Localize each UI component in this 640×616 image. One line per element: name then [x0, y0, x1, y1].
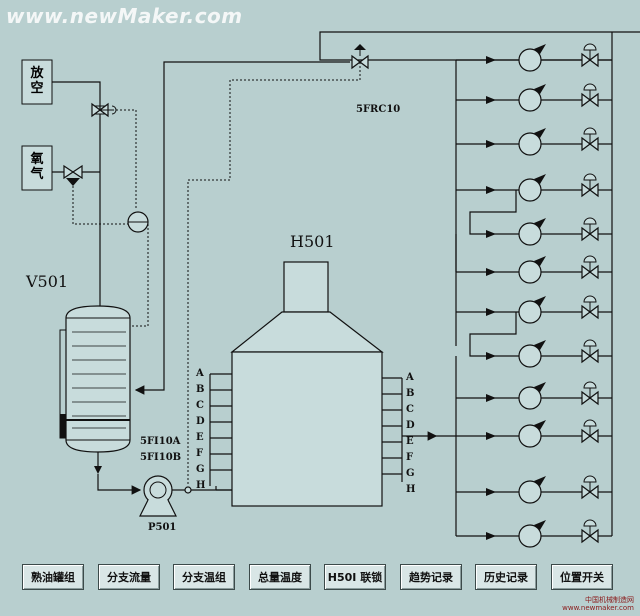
frc-label: 5FRC10	[356, 104, 401, 115]
branch-7	[486, 295, 599, 324]
right-port-h: H	[406, 484, 416, 495]
branch-instruments	[486, 43, 599, 548]
frc-valve-icon	[351, 44, 369, 70]
flow-arrow-icon	[486, 186, 496, 194]
vent-box	[21, 59, 53, 105]
branch-10	[486, 419, 599, 448]
history-record-button[interactable]: 历史记录	[475, 564, 537, 590]
flow-arrow-icon	[486, 308, 496, 316]
right-port-b: B	[406, 388, 415, 399]
flow-meter-icon	[518, 480, 542, 504]
flow-meter-icon	[518, 132, 542, 156]
right-port-c: C	[406, 404, 414, 415]
flow-arrow-icon	[486, 96, 496, 104]
branch-6	[486, 255, 599, 284]
h501-furnace	[216, 261, 384, 507]
flow-arrow-icon	[486, 432, 496, 440]
left-port-d: D	[196, 416, 205, 427]
branch-3	[486, 127, 599, 156]
flow-arrow-icon	[486, 488, 496, 496]
flow-meter-icon	[518, 386, 542, 410]
flow-arrow-icon	[486, 56, 496, 64]
flow-meter-icon	[518, 88, 542, 112]
branch-12	[486, 519, 599, 548]
flow-meter-icon	[518, 178, 542, 202]
left-port-h: H	[196, 480, 206, 491]
branch-11	[486, 475, 599, 504]
right-port-a: A	[406, 372, 414, 383]
oxygen-valve-icon	[63, 164, 83, 186]
flow-arrow-icon	[486, 532, 496, 540]
flow-b-label: 5FI10B	[140, 452, 182, 463]
furnace-right-ports	[382, 377, 403, 482]
p501-label: P501	[148, 522, 177, 533]
button-bar: 熟油罐组分支流量分支温组总量温度 H50I 联锁趋势记录历史记录位置开关	[22, 564, 622, 592]
outlet-arrow-icon	[94, 466, 102, 474]
branch-9	[486, 381, 599, 410]
left-port-g: G	[196, 464, 205, 475]
branch-flow-button[interactable]: 分支流量	[98, 564, 160, 590]
right-port-g: G	[406, 468, 415, 479]
flow-arrow-icon	[486, 268, 496, 276]
branch-manifold	[455, 32, 613, 536]
corner-logo: 中国机械制造网 www.newmaker.com	[562, 596, 634, 612]
branch-1	[486, 43, 599, 72]
right-port-f: F	[406, 452, 414, 463]
flow-meter-icon	[518, 424, 542, 448]
total-temp-button[interactable]: 总量温度	[249, 564, 311, 590]
left-port-b: B	[196, 384, 205, 395]
p501-pump-icon	[139, 475, 188, 517]
right-port-d: D	[406, 420, 415, 431]
flow-a-label: 5FI10A	[140, 436, 181, 447]
flow-meter-icon	[518, 48, 542, 72]
branch-2	[486, 83, 599, 112]
vent-valve-icon	[91, 102, 117, 118]
control-signal-lines	[72, 62, 361, 486]
oxygen-label: 氧气	[30, 152, 44, 182]
left-port-a: A	[196, 368, 204, 379]
position-switch-button[interactable]: 位置开关	[551, 564, 613, 590]
flow-meter-icon	[518, 524, 542, 548]
h501-interlock-button[interactable]: H50I 联锁	[324, 564, 386, 590]
right-port-e: E	[406, 436, 414, 447]
v501-vessel	[59, 305, 131, 453]
level-controller-icon	[127, 211, 149, 233]
watermark: www.newMaker.com	[6, 4, 243, 28]
furnace-left-ports	[209, 373, 232, 490]
heating-oil-tank-button[interactable]: 熟油罐组	[22, 564, 84, 590]
flow-meter-icon	[518, 300, 542, 324]
left-port-f: F	[196, 448, 204, 459]
branch-temp-button[interactable]: 分支温组	[173, 564, 235, 590]
flow-meter-icon	[518, 260, 542, 284]
left-port-c: C	[196, 400, 204, 411]
v501-label: V501	[26, 272, 69, 291]
flow-meter-icon	[518, 344, 542, 368]
flow-arrow-icon	[486, 140, 496, 148]
flow-arrow-icon	[486, 394, 496, 402]
flow-arrow-icon	[486, 230, 496, 238]
trend-record-button[interactable]: 趋势记录	[400, 564, 462, 590]
left-port-e: E	[196, 432, 204, 443]
h501-label: H501	[290, 232, 335, 251]
flow-arrow-icon	[486, 352, 496, 360]
corner-logo-line2: www.newmaker.com	[562, 604, 634, 612]
branch-8	[486, 339, 599, 368]
flow-meter-icon	[518, 222, 542, 246]
branch-4	[486, 173, 599, 202]
vent-label: 放空	[30, 66, 44, 96]
corner-logo-line1: 中国机械制造网	[585, 596, 634, 604]
branch-5	[486, 217, 599, 246]
oxygen-box	[21, 145, 53, 191]
